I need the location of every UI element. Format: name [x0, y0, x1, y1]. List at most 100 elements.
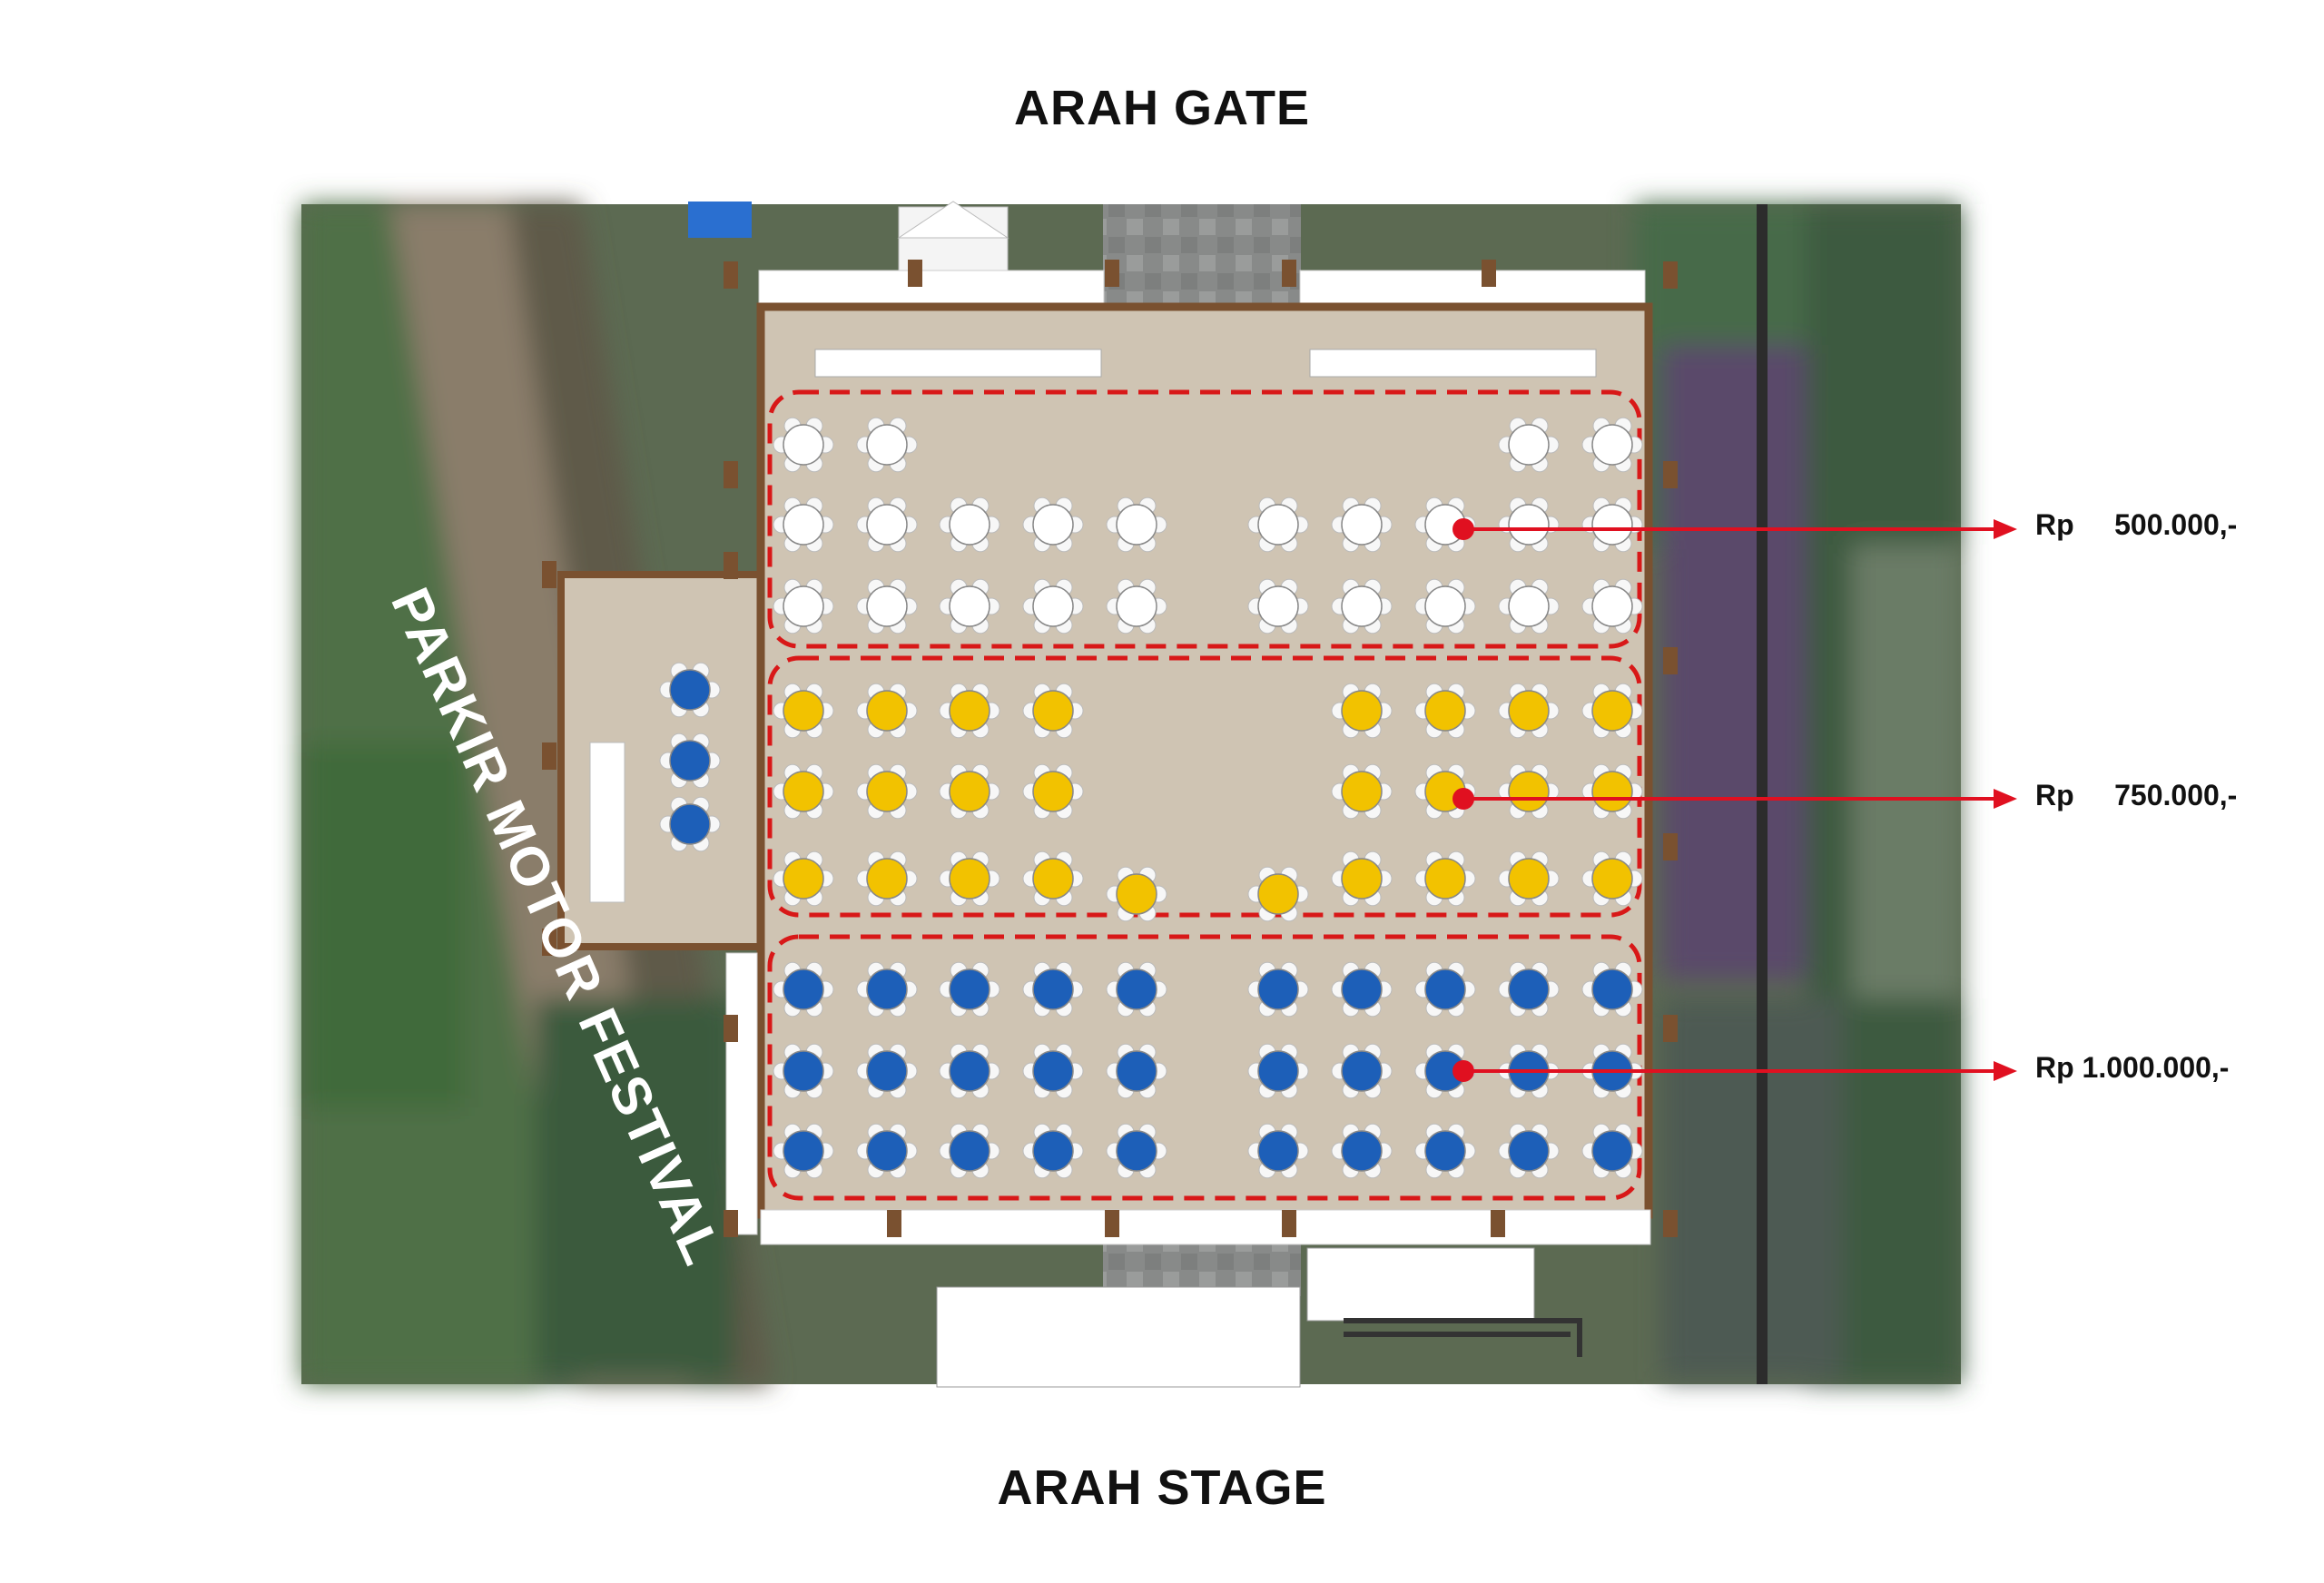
round-table-icon [1331, 763, 1393, 820]
round-table-icon [1414, 1043, 1476, 1099]
round-table-icon [856, 417, 918, 473]
direction-gate-heading: ARAH GATE [1014, 81, 1310, 135]
round-table-icon [1498, 497, 1560, 553]
round-table-icon [939, 1123, 1000, 1179]
round-table-icon [1106, 1123, 1167, 1179]
round-table-icon [939, 683, 1000, 739]
round-table-icon [856, 1043, 918, 1099]
round-table-icon [1331, 578, 1393, 634]
round-table-icon [1498, 763, 1560, 820]
round-table-icon [1247, 578, 1309, 634]
wooden-post [724, 461, 738, 488]
wooden-post [724, 1015, 738, 1042]
round-table-icon [1247, 866, 1309, 922]
price-label-500k: Rp 500.000,- [2035, 508, 2238, 541]
round-table-icon [1022, 1043, 1084, 1099]
round-table-icon [856, 683, 918, 739]
round-table-icon [1022, 961, 1084, 1018]
round-table-icon [1022, 683, 1084, 739]
wooden-post [542, 561, 556, 588]
round-table-icon [1581, 763, 1643, 820]
round-table-icon [1414, 1123, 1476, 1179]
table-layout [659, 417, 1643, 1179]
bar-counters [814, 349, 1597, 378]
round-table-icon [939, 850, 1000, 907]
round-table-icon [1331, 1123, 1393, 1179]
round-table-icon [1581, 683, 1643, 739]
round-table-icon [773, 497, 834, 553]
wooden-post [908, 260, 922, 287]
round-table-icon [773, 961, 834, 1018]
wooden-post [1105, 260, 1119, 287]
round-table-icon [939, 763, 1000, 820]
round-table-icon [1247, 1123, 1309, 1179]
round-table-icon [939, 1043, 1000, 1099]
round-table-icon [1414, 683, 1476, 739]
wooden-post [1491, 1210, 1505, 1237]
wooden-post [1663, 1015, 1678, 1042]
round-table-icon [1498, 850, 1560, 907]
round-table-icon [659, 733, 721, 789]
red-dot-arrow-icon [1452, 518, 2017, 540]
round-table-icon [1106, 961, 1167, 1018]
round-table-icon [1331, 683, 1393, 739]
round-table-icon [1022, 497, 1084, 553]
round-table-icon [856, 850, 918, 907]
round-table-icon [659, 662, 721, 718]
wooden-post [1663, 833, 1678, 860]
round-table-icon [856, 1123, 918, 1179]
round-table-icon [1022, 850, 1084, 907]
wooden-post [1663, 461, 1678, 488]
round-table-icon [1581, 1123, 1643, 1179]
round-table-icon [659, 796, 721, 852]
round-table-icon [1498, 578, 1560, 634]
round-table-icon [773, 417, 834, 473]
round-table-icon [939, 497, 1000, 553]
round-table-icon [1331, 1043, 1393, 1099]
round-table-icon [1022, 763, 1084, 820]
price-zone-border [767, 655, 1642, 918]
round-table-icon [1106, 866, 1167, 922]
round-table-icon [1498, 961, 1560, 1018]
round-table-icon [1106, 1043, 1167, 1099]
price-label-750k: Rp 750.000,- [2035, 779, 2238, 811]
top-structures [688, 201, 1646, 313]
wooden-post [724, 1210, 738, 1237]
round-table-icon [856, 497, 918, 553]
wooden-post [542, 742, 556, 770]
wooden-posts [542, 260, 1678, 1237]
round-table-icon [1247, 497, 1309, 553]
wooden-post [887, 1210, 901, 1237]
round-table-icon [773, 683, 834, 739]
wooden-post [1282, 1210, 1296, 1237]
price-markers [1452, 518, 2017, 1082]
direction-stage-heading: ARAH STAGE [997, 1460, 1327, 1515]
price-label-1m: Rp 1.000.000,- [2035, 1051, 2230, 1084]
wooden-post [1105, 1210, 1119, 1237]
round-table-icon [1581, 850, 1643, 907]
wooden-post [1663, 261, 1678, 289]
round-table-icon [939, 578, 1000, 634]
round-table-icon [1581, 497, 1643, 553]
round-table-icon [773, 1043, 834, 1099]
bottom-structures [936, 1247, 1582, 1388]
wooden-post [1663, 647, 1678, 674]
round-table-icon [1022, 578, 1084, 634]
red-dot-arrow-icon [1452, 1060, 2017, 1082]
wooden-post [724, 261, 738, 289]
round-table-icon [1106, 497, 1167, 553]
wooden-post [724, 552, 738, 579]
wooden-post [1282, 260, 1296, 287]
wooden-post [1663, 1210, 1678, 1237]
wooden-post [542, 929, 556, 956]
aerial-photo-background [301, 204, 1961, 1384]
price-zone-border [767, 389, 1642, 649]
round-table-icon [1247, 961, 1309, 1018]
round-table-icon [1498, 1123, 1560, 1179]
round-table-icon [1414, 578, 1476, 634]
round-table-icon [1331, 961, 1393, 1018]
round-table-icon [856, 763, 918, 820]
red-dot-arrow-icon [1452, 788, 2017, 810]
round-table-icon [1498, 683, 1560, 739]
